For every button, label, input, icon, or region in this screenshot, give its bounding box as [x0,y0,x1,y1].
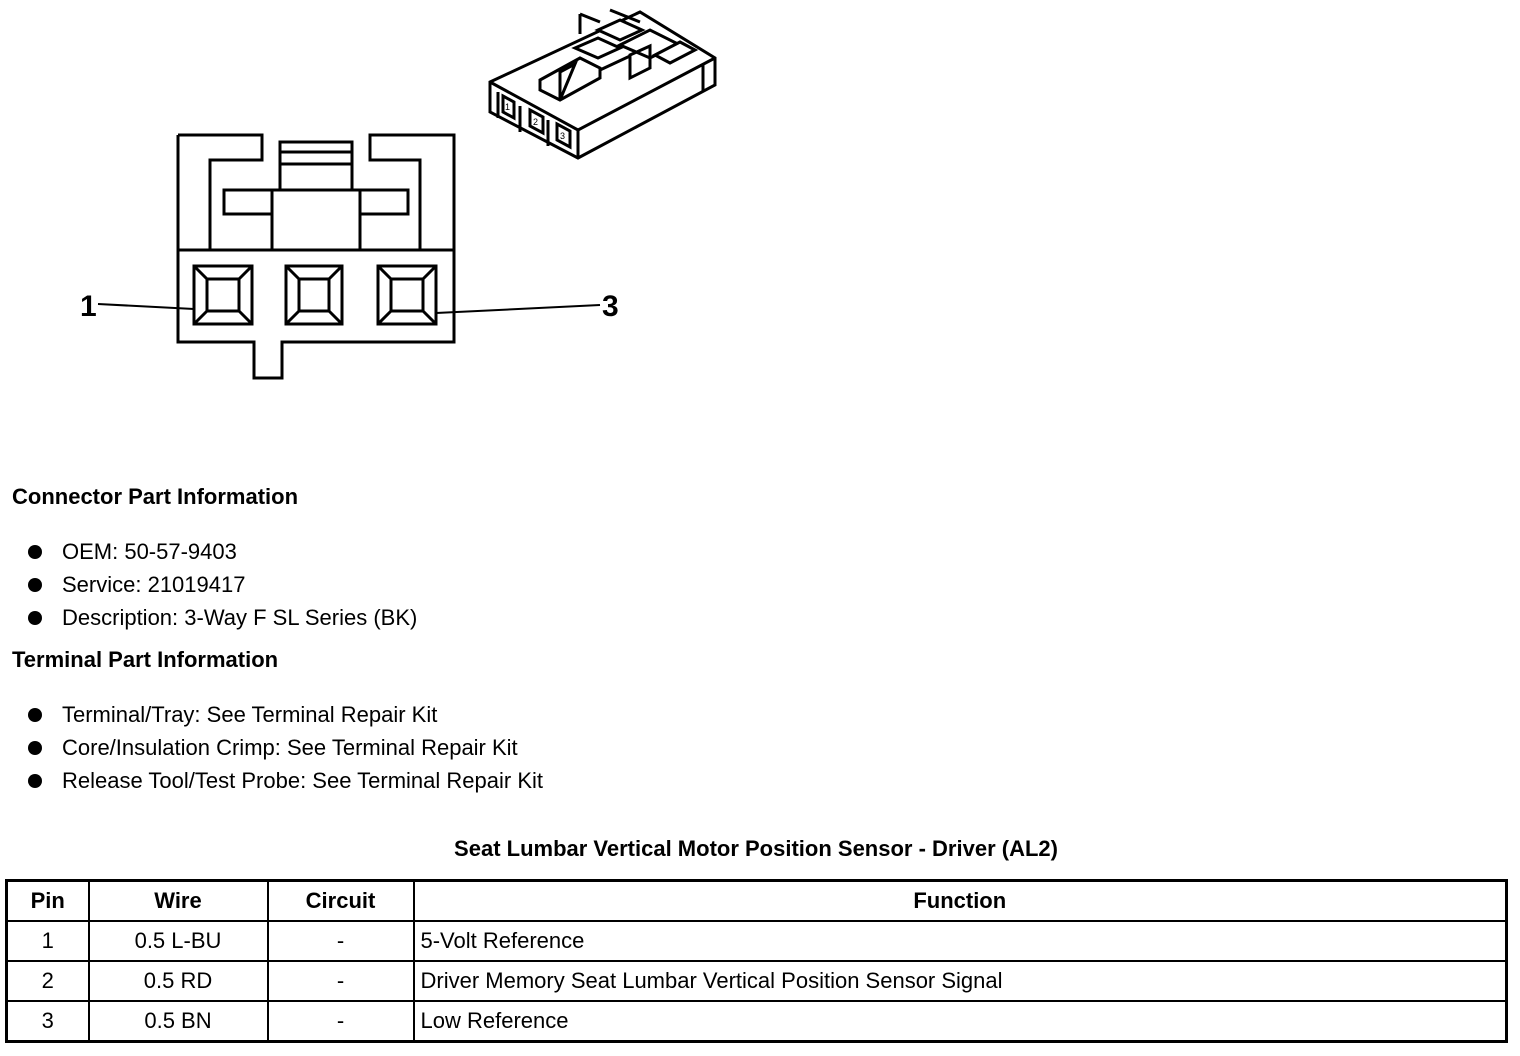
bullet-icon [28,774,42,788]
cell-circuit: - [266,920,415,962]
pin-1-label: 1 [80,290,97,323]
list-item: Service: 21019417 [26,568,417,601]
bullet-icon [28,545,42,559]
list-item: Core/Insulation Crimp: See Terminal Repa… [26,731,543,764]
table-row: 3 0.5 BN - Low Reference [5,1000,1508,1043]
pin-cavity-2 [284,264,344,326]
cell-pin: 1 [5,920,90,962]
pin-3-label: 3 [602,290,619,323]
cell-pin: 2 [5,960,90,1002]
connector-front-view [97,133,601,380]
list-item: OEM: 50-57-9403 [26,535,417,568]
cell-wire: 0.5 RD [87,960,269,1002]
pin-3-leader-line [435,304,601,314]
pinout-table: Pin Wire Circuit Function 1 0.5 L-BU - 5… [5,879,1508,1043]
list-item-text: Terminal/Tray: See Terminal Repair Kit [62,702,438,727]
table-row: 1 0.5 L-BU - 5-Volt Reference [5,920,1508,962]
cell-pin: 3 [5,1000,90,1043]
list-item: Release Tool/Test Probe: See Terminal Re… [26,764,543,797]
bullet-icon [28,578,42,592]
column-header-circuit: Circuit [266,879,415,922]
pin-1-leader-line [97,303,195,310]
cell-wire: 0.5 L-BU [87,920,269,962]
list-item-text: Release Tool/Test Probe: See Terminal Re… [62,768,543,793]
connector-illustration: 1 3 1 2 3 [80,8,717,380]
cell-function: 5-Volt Reference [412,920,1508,962]
column-header-function: Function [412,879,1508,922]
column-header-wire: Wire [87,879,269,922]
bullet-icon [28,611,42,625]
cell-wire: 0.5 BN [87,1000,269,1043]
list-item-text: OEM: 50-57-9403 [62,539,237,564]
list-item-text: Core/Insulation Crimp: See Terminal Repa… [62,735,518,760]
cell-circuit: - [266,960,415,1002]
connector-part-info-list: OEM: 50-57-9403 Service: 21019417 Descri… [26,535,417,634]
list-item-text: Description: 3-Way F SL Series (BK) [62,605,418,630]
column-header-pin: Pin [5,879,90,922]
pin-cavity-3 [376,264,438,326]
bullet-icon [28,708,42,722]
pin-cavity-1 [192,264,254,326]
terminal-part-info-heading: Terminal Part Information [12,647,279,672]
list-item: Terminal/Tray: See Terminal Repair Kit [26,698,543,731]
cell-function: Driver Memory Seat Lumbar Vertical Posit… [412,960,1508,1002]
table-title: Seat Lumbar Vertical Motor Position Sens… [454,836,1058,861]
table-row: 2 0.5 RD - Driver Memory Seat Lumbar Ver… [5,960,1508,1002]
cell-circuit: - [266,1000,415,1043]
list-item-text: Service: 21019417 [62,572,246,597]
iso-pin-mark-1: 1 [505,102,510,112]
connector-isometric-view [488,8,717,160]
cell-function: Low Reference [412,1000,1508,1043]
table-header-row: Pin Wire Circuit Function [5,879,1508,922]
iso-pin-mark-2: 2 [533,117,538,127]
bullet-icon [28,741,42,755]
connector-part-info-heading: Connector Part Information [12,484,299,509]
iso-pin-mark-3: 3 [560,131,565,141]
list-item: Description: 3-Way F SL Series (BK) [26,601,417,634]
terminal-part-info-list: Terminal/Tray: See Terminal Repair Kit C… [26,698,543,797]
